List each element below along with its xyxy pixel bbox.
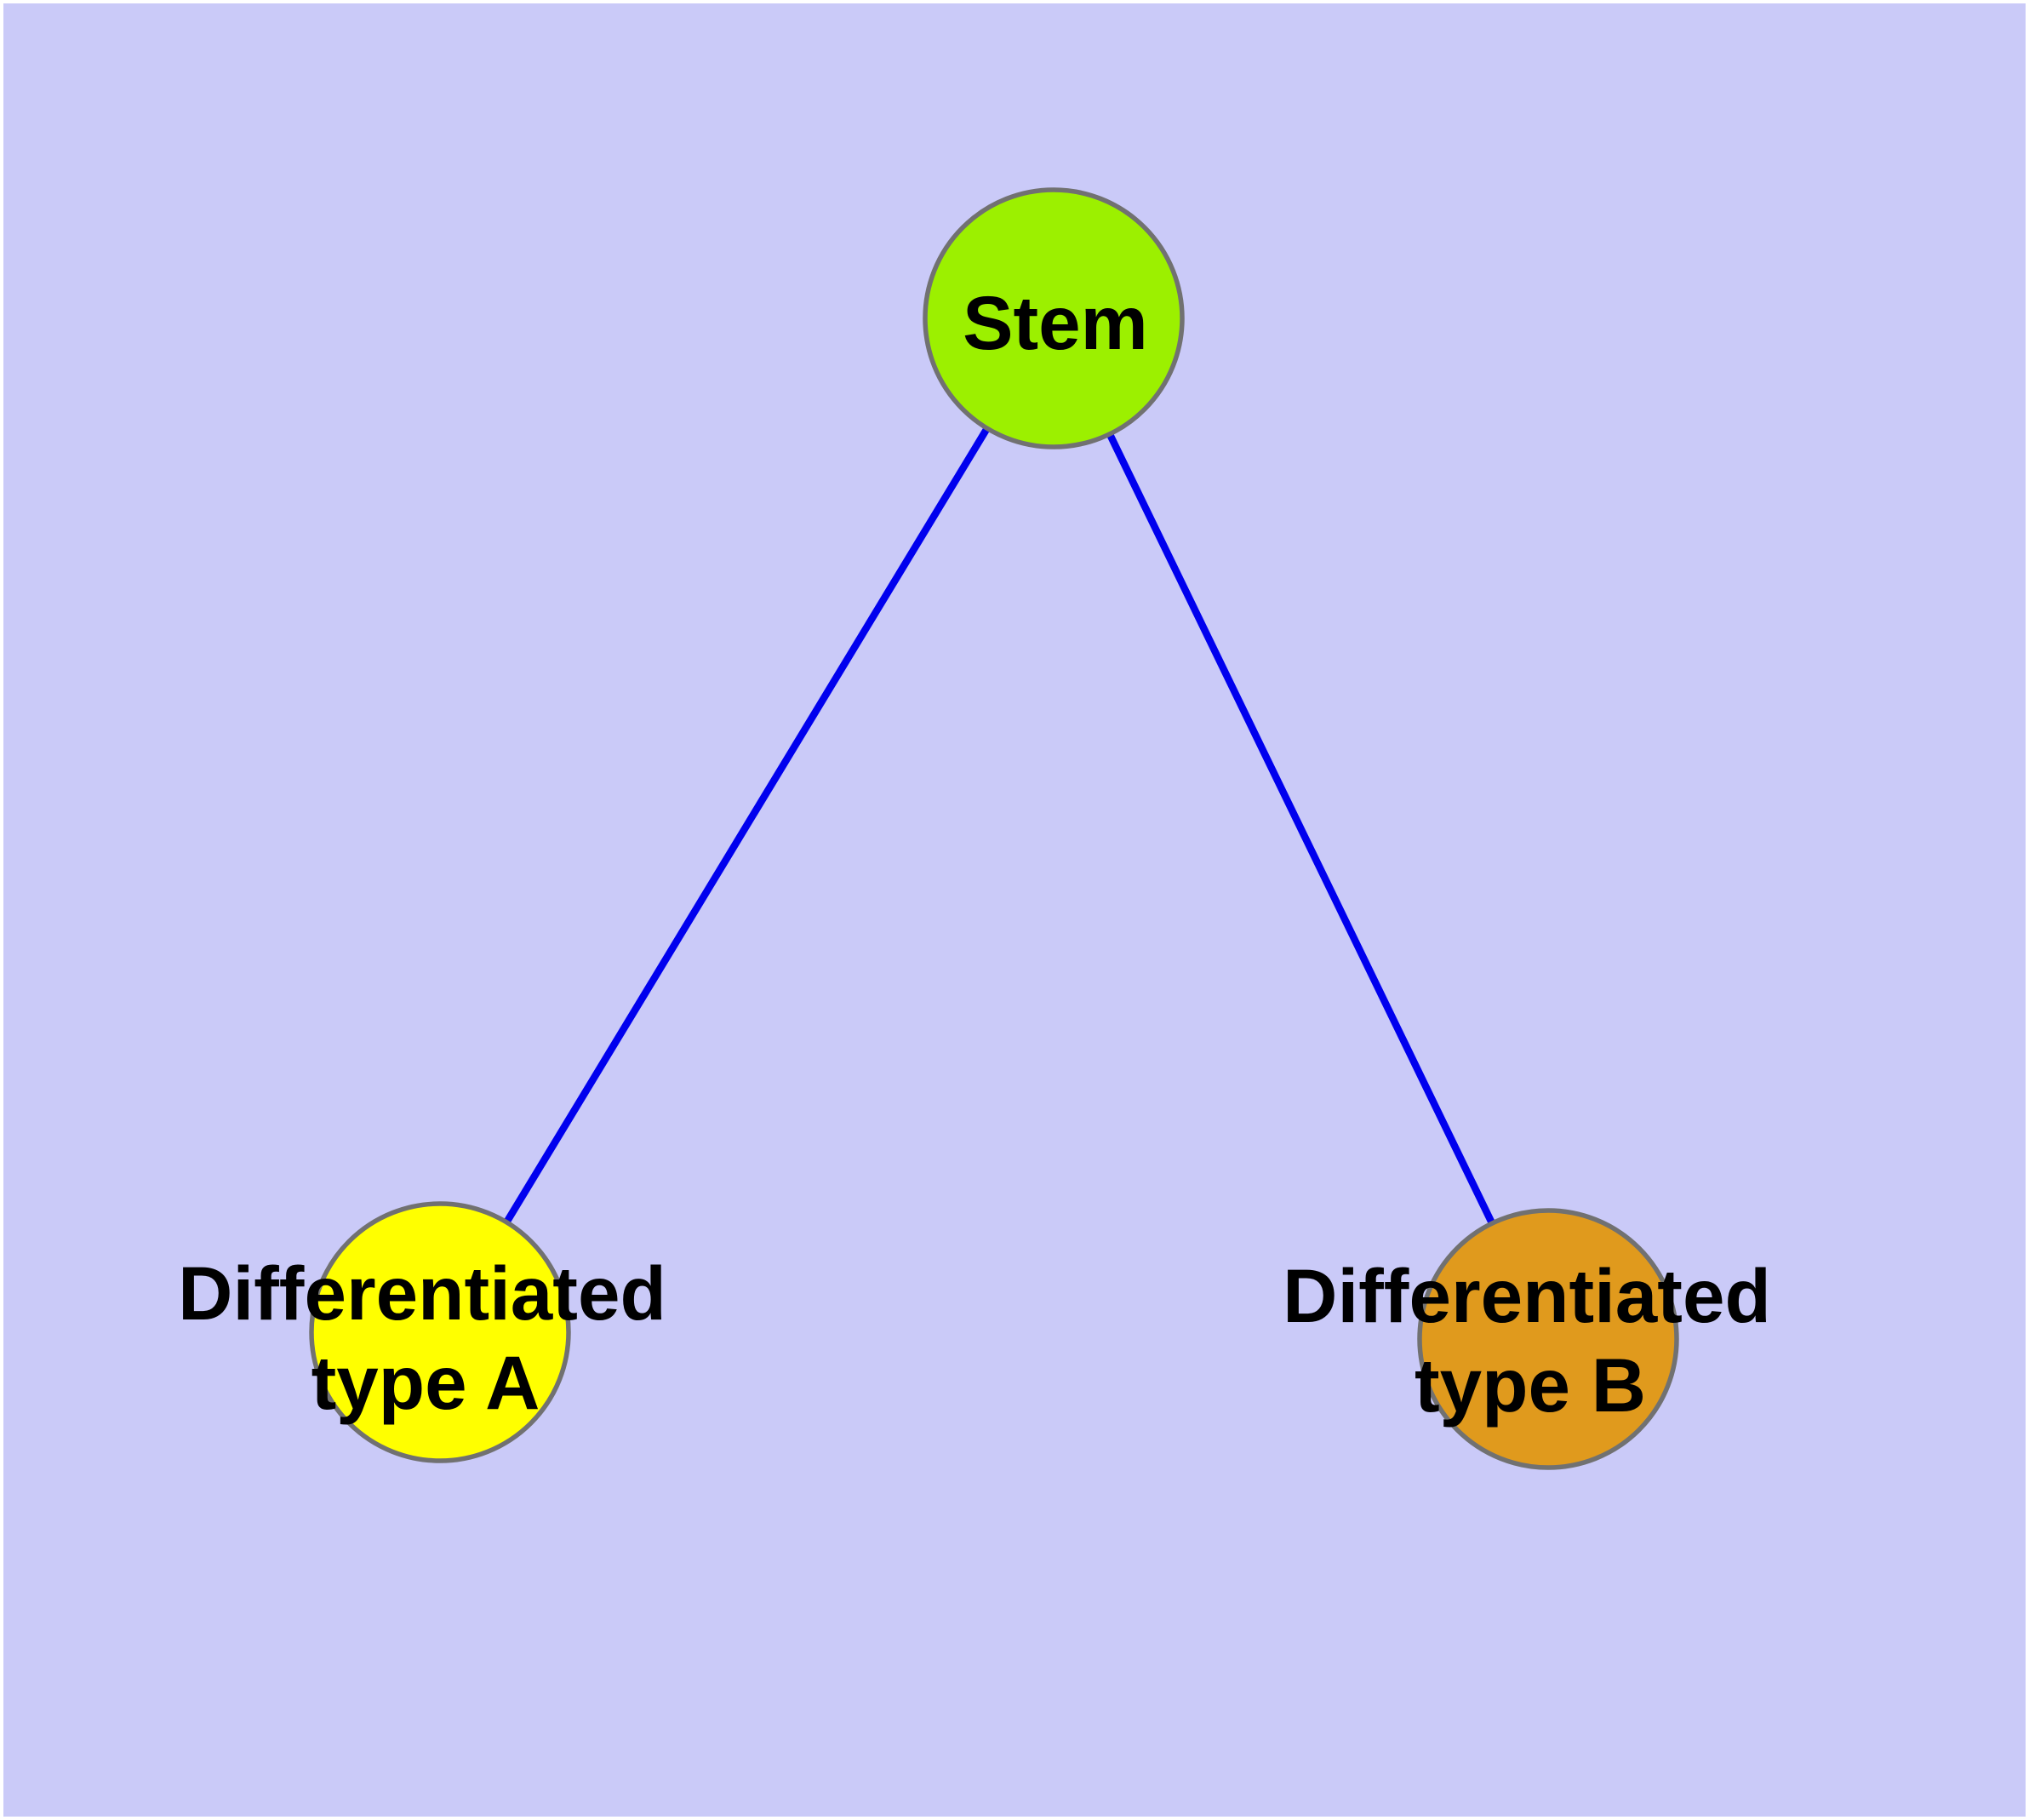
node-stem: Stem	[923, 187, 1185, 449]
type-b-node-circle	[1417, 1208, 1679, 1470]
node-differentiated-type-b: Differentiated type B	[1283, 1208, 1771, 1470]
node-differentiated-type-a: Differentiated type A	[178, 1201, 666, 1463]
edge-group	[436, 314, 1552, 1343]
type-b-node-label-line2: type B	[1415, 1342, 1646, 1428]
type-a-node-label-line2: type A	[311, 1340, 540, 1425]
edge-stem-to-type-a	[436, 314, 1058, 1336]
stem-node-circle	[923, 187, 1185, 449]
stem-node-label: Stem	[963, 280, 1148, 365]
type-a-node-circle	[309, 1201, 571, 1463]
type-b-node-label-line1: Differentiated	[1283, 1253, 1771, 1338]
type-a-node-label-line1: Differentiated	[178, 1251, 666, 1336]
edge-stem-to-type-b	[1049, 314, 1552, 1343]
